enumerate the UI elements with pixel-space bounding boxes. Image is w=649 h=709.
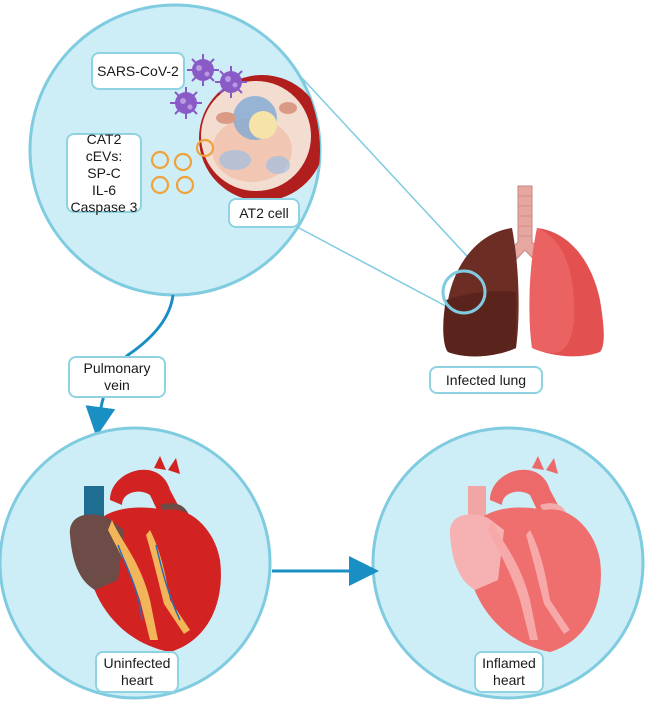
zoom-line-upper bbox=[301, 77, 479, 269]
vein-label-line2: vein bbox=[104, 377, 130, 393]
cevs-title: CAT2 cEVs: bbox=[85, 130, 123, 164]
lung-icon bbox=[443, 185, 604, 357]
virus-icon bbox=[170, 87, 202, 119]
vein-label: Pulmonary vein bbox=[68, 356, 166, 398]
flow-arrow-vein bbox=[85, 294, 175, 437]
inflamed-heart-label: Inflamed heart bbox=[474, 651, 544, 693]
cevs-item: Caspase 3 bbox=[70, 198, 138, 215]
heart-icon bbox=[69, 456, 221, 652]
cevs-label: CAT2 cEVs: SP-C IL-6 Caspase 3 bbox=[66, 130, 142, 215]
vein-label-line1: Pulmonary bbox=[83, 360, 151, 376]
virus-label-text: SARS-CoV-2 bbox=[97, 62, 179, 79]
heart-icon bbox=[449, 456, 601, 652]
inflamed-label-line1: Inflamed bbox=[482, 655, 536, 671]
uninfected-label-line1: Uninfected bbox=[103, 655, 171, 671]
inflamed-label-line2: heart bbox=[493, 672, 525, 688]
cell-icon bbox=[199, 75, 320, 201]
vesicle-icon bbox=[150, 138, 215, 195]
virus-label: SARS-CoV-2 bbox=[91, 52, 185, 90]
cevs-item: SP-C bbox=[87, 164, 121, 181]
zoom-line-lower bbox=[283, 219, 456, 312]
cevs-item: IL-6 bbox=[91, 181, 117, 198]
virus-icon bbox=[187, 54, 219, 86]
lung-label: Infected lung bbox=[429, 366, 543, 394]
uninfected-label-line2: heart bbox=[121, 672, 153, 688]
cell-label-text: AT2 cell bbox=[239, 204, 289, 221]
uninfected-heart-label: Uninfected heart bbox=[95, 651, 179, 693]
infection-magnifier bbox=[441, 269, 487, 315]
cell-label: AT2 cell bbox=[228, 198, 300, 228]
virus-icon bbox=[215, 66, 247, 98]
lung-label-text: Infected lung bbox=[445, 371, 527, 388]
